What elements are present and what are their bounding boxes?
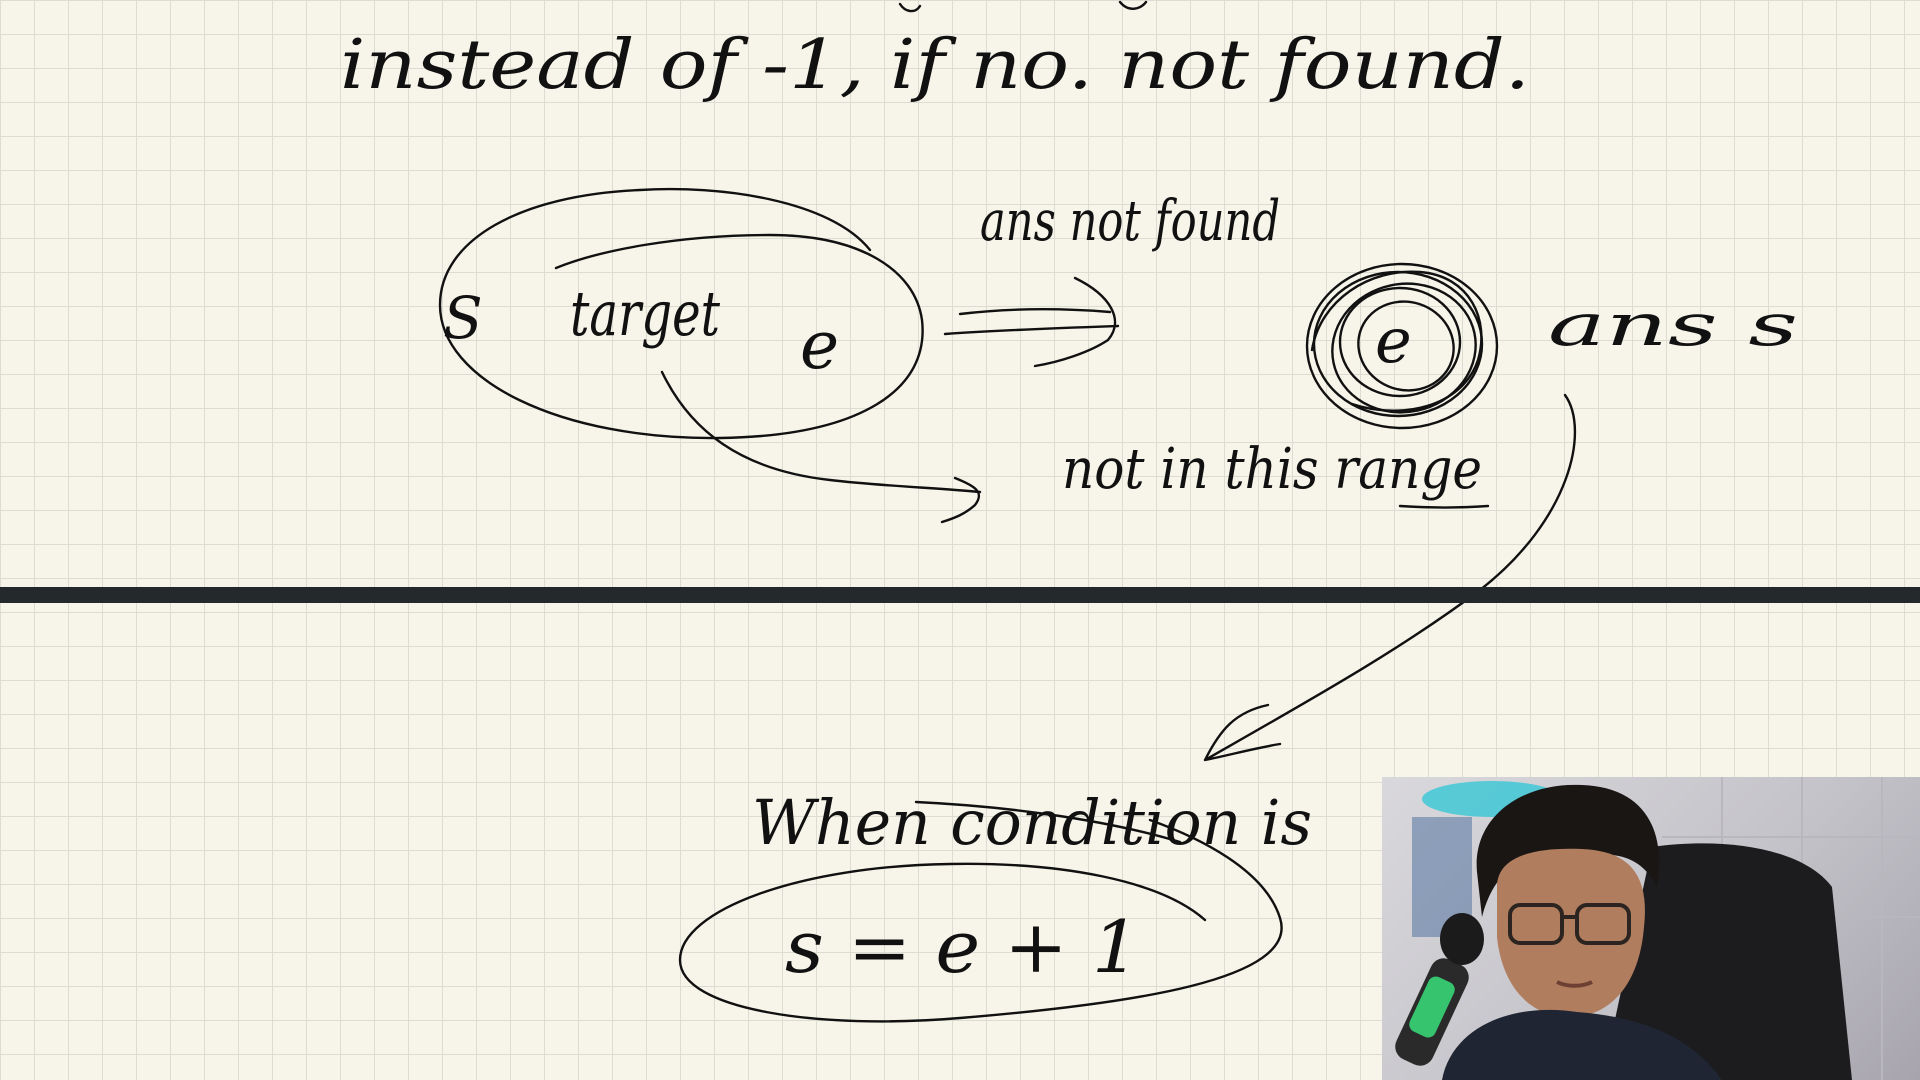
microphone-icon: [1395, 913, 1484, 1066]
range-target: target: [570, 277, 720, 350]
presenter-video: [1395, 777, 1920, 1080]
formula: s = e + 1: [785, 905, 1140, 989]
when-condition-label: When condition is: [752, 786, 1312, 859]
not-in-range-arrow: [660, 370, 982, 524]
formula-oval: [678, 818, 1283, 1023]
ans-s-label: ans s: [1548, 291, 1798, 359]
underline-range: [1398, 504, 1490, 509]
circled-e-scribble: [1305, 262, 1499, 430]
condition-strike: [914, 800, 1182, 844]
glasses-icon: [1508, 903, 1631, 945]
ans-not-found-label: ans not found: [980, 189, 1280, 254]
range-start-s: S: [443, 284, 483, 352]
section-divider: [0, 587, 1920, 603]
range-oval: [438, 187, 924, 440]
note-line-1: instead of -1, if no. not found.: [340, 26, 1530, 105]
range-end-e: e: [800, 307, 839, 384]
cropped-text-fragment: [898, 0, 1148, 13]
circled-e-letter: e: [1375, 304, 1412, 377]
webcam-overlay: [1382, 777, 1920, 1080]
double-arrow: [943, 276, 1120, 368]
not-in-range-label: not in this range: [1062, 437, 1482, 502]
